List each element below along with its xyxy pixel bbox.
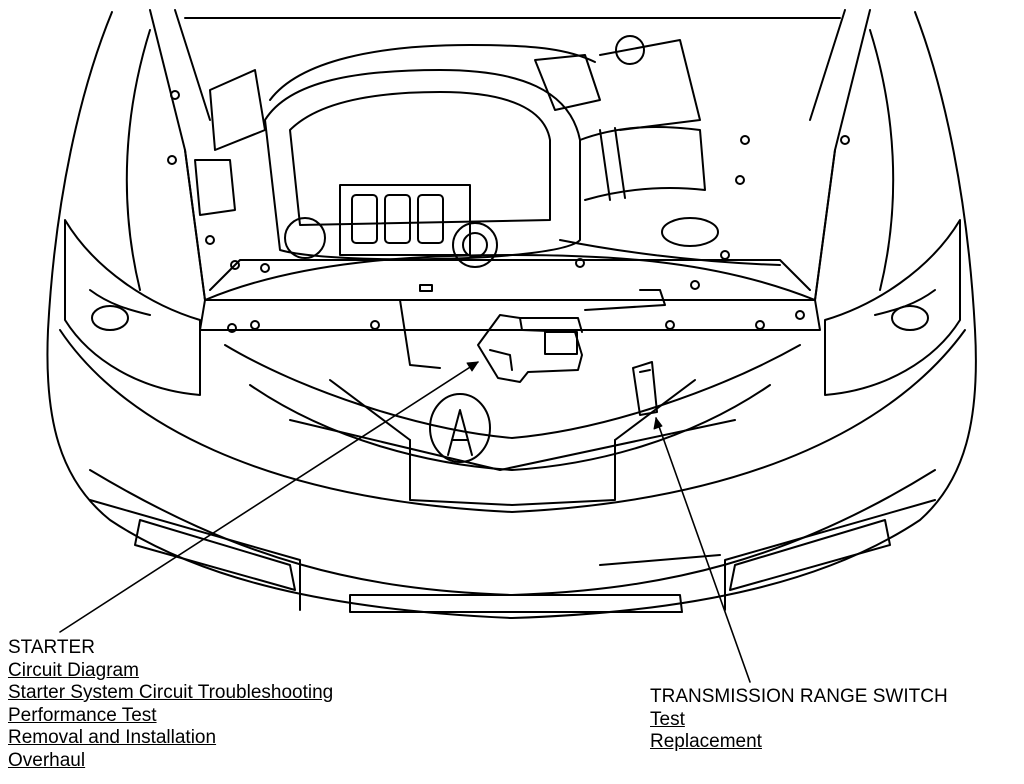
starter-performance-test-link[interactable]: Performance Test: [8, 704, 157, 726]
starter-troubleshooting-link[interactable]: Starter System Circuit Troubleshooting: [8, 682, 334, 703]
engine-compartment: [167, 35, 850, 369]
trs-leader-line: [655, 417, 751, 683]
headlights: [64, 219, 961, 396]
raised-hood: [149, 9, 871, 301]
trs-test-link[interactable]: Test: [650, 708, 685, 730]
lower-bumper: [89, 499, 936, 613]
starter-leader-line: [59, 361, 479, 633]
transmission-range-switch-callout: TRANSMISSION RANGE SWITCH Test Replaceme…: [650, 686, 948, 754]
starter-overhaul-link[interactable]: Overhaul: [8, 749, 86, 771]
starter-circuit-diagram-link[interactable]: Circuit Diagram: [8, 659, 139, 681]
front-grille: [224, 344, 801, 506]
starter-component: [477, 314, 583, 383]
trs-leader-arrowhead: [653, 417, 663, 430]
starter-leader-arrowhead: [466, 361, 479, 372]
transmission-range-switch-component: [632, 361, 658, 416]
trs-replacement-link[interactable]: Replacement: [650, 731, 762, 752]
starter-removal-installation-link[interactable]: Removal and Installation: [8, 727, 217, 748]
starter-callout: STARTER Circuit Diagram Starter System C…: [8, 637, 333, 772]
trs-title: TRANSMISSION RANGE SWITCH: [650, 686, 948, 707]
starter-title: STARTER: [8, 637, 95, 658]
